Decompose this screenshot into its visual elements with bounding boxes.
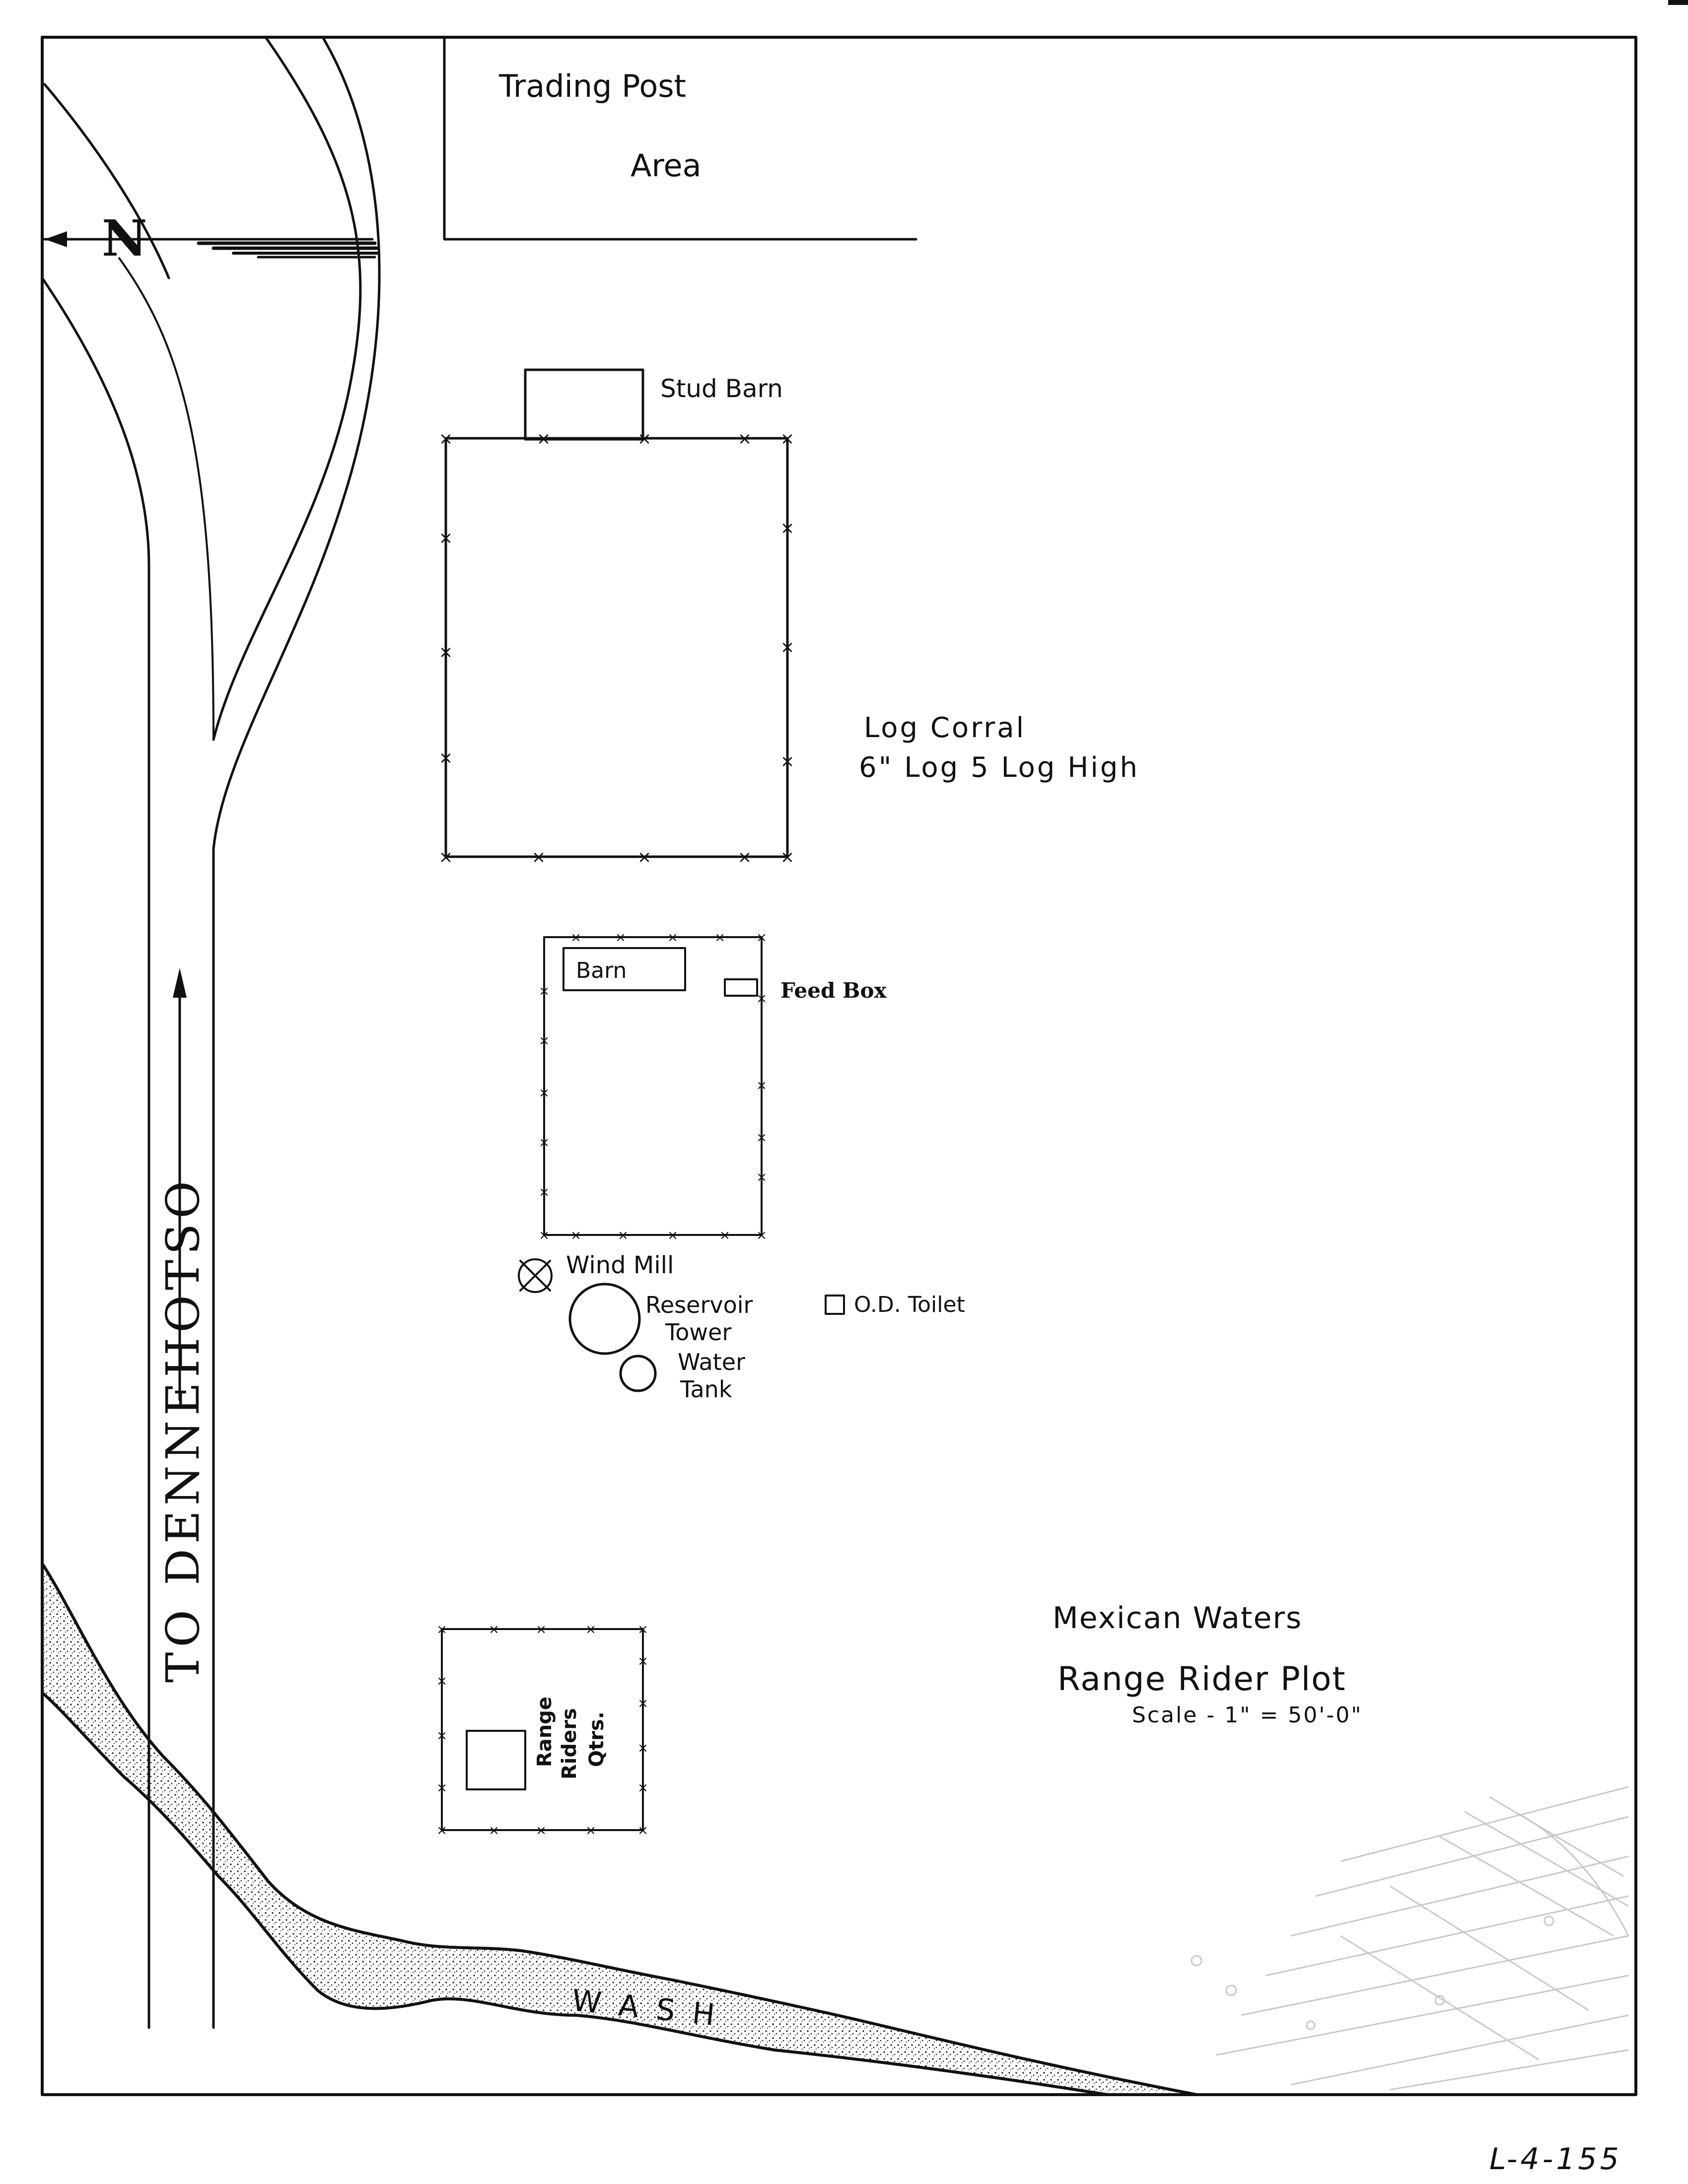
svg-text:×: × — [537, 429, 551, 449]
svg-text:×: × — [756, 930, 767, 945]
svg-text:×: × — [436, 1674, 447, 1689]
svg-text:×: × — [780, 847, 795, 867]
barn-enclosure: × × × × × × × × × × × × × × × × × × × × — [539, 930, 767, 1243]
corner-mark — [1668, 0, 1688, 5]
svg-text:Riders: Riders — [558, 1708, 581, 1779]
svg-text:×: × — [738, 429, 752, 449]
range-riders-enclosure: × × × × × × × × × × × × × × × × × — [436, 1622, 648, 1838]
roads — [41, 36, 381, 2029]
svg-text:×: × — [714, 930, 725, 945]
svg-text:×: × — [439, 528, 453, 548]
svg-text:×: × — [756, 1078, 767, 1093]
corral-label-2: 6" Log 5 Log High — [859, 751, 1139, 784]
svg-text:×: × — [637, 1823, 648, 1838]
svg-text:×: × — [439, 642, 453, 662]
wash-creek — [41, 1562, 1198, 2096]
svg-text:×: × — [539, 984, 550, 999]
svg-text:×: × — [436, 1622, 447, 1637]
road-label: TO DENNEHOTSO — [156, 1176, 210, 1683]
svg-text:×: × — [780, 637, 795, 657]
road-direction-arrow — [173, 968, 187, 1401]
svg-text:×: × — [489, 1823, 499, 1838]
svg-text:×: × — [667, 1228, 678, 1243]
toilet-label: O.D. Toilet — [854, 1292, 965, 1317]
svg-text:×: × — [539, 1135, 550, 1150]
stud-barn-label: Stud Barn — [660, 374, 783, 403]
title-line-1: Mexican Waters — [1053, 1601, 1302, 1636]
windmill-symbol — [518, 1258, 553, 1293]
trading-post-label-1: Trading Post — [498, 68, 686, 104]
barn-label: Barn — [576, 958, 627, 983]
svg-text:×: × — [585, 1823, 596, 1838]
svg-text:Range: Range — [533, 1697, 556, 1767]
svg-text:×: × — [436, 1780, 447, 1795]
svg-text:×: × — [439, 847, 453, 867]
trading-post-boundary — [443, 36, 917, 241]
log-corral: × × × × × × × × × × × × × × × × — [439, 429, 795, 867]
water-tank-label-2: Tank — [680, 1376, 732, 1403]
svg-text:×: × — [570, 1228, 581, 1243]
svg-text:×: × — [532, 847, 546, 867]
feed-box-label: Feed Box — [780, 978, 887, 1003]
svg-text:×: × — [756, 991, 767, 1006]
north-arrow — [43, 231, 379, 259]
corral-label-1: Log Corral — [864, 712, 1026, 744]
feed-box — [724, 978, 758, 997]
svg-text:×: × — [780, 751, 795, 771]
trading-post-label-2: Area — [631, 147, 702, 184]
svg-text:Qtrs.: Qtrs. — [585, 1711, 608, 1767]
range-riders-label: Range Riders Qtrs. — [533, 1697, 608, 1779]
svg-text:×: × — [439, 748, 453, 768]
svg-text:×: × — [756, 1228, 767, 1243]
drawing-number: L-4-155 — [1489, 2142, 1622, 2177]
svg-text:×: × — [637, 1654, 648, 1669]
svg-text:×: × — [637, 1780, 648, 1795]
svg-text:×: × — [637, 429, 652, 449]
svg-text:×: × — [539, 1086, 550, 1100]
svg-text:×: × — [585, 1622, 596, 1637]
svg-text:×: × — [439, 429, 453, 449]
map-border — [41, 36, 1637, 2096]
terrain-hatching — [1191, 1786, 1629, 2091]
svg-text:×: × — [637, 847, 652, 867]
scale-label: Scale - 1" = 50'-0" — [1132, 1703, 1363, 1728]
svg-text:×: × — [756, 1130, 767, 1145]
water-tank-label-1: Water — [678, 1349, 745, 1375]
svg-text:×: × — [738, 847, 752, 867]
range-riders-quarters — [466, 1730, 526, 1790]
svg-text:×: × — [615, 930, 626, 945]
reservoir-tower — [568, 1283, 641, 1355]
svg-text:×: × — [489, 1622, 499, 1637]
svg-text:×: × — [637, 1696, 648, 1711]
svg-text:×: × — [780, 518, 795, 538]
svg-text:×: × — [719, 1228, 730, 1243]
svg-text:×: × — [618, 1228, 629, 1243]
toilet — [825, 1295, 845, 1315]
svg-text:×: × — [436, 1823, 447, 1838]
svg-text:×: × — [637, 1741, 648, 1756]
svg-text:×: × — [539, 1228, 550, 1243]
svg-text:×: × — [536, 1622, 547, 1637]
svg-text:×: × — [780, 429, 795, 449]
svg-text:×: × — [536, 1823, 547, 1838]
svg-text:×: × — [637, 1622, 648, 1637]
water-tank — [619, 1355, 657, 1392]
svg-text:×: × — [756, 1170, 767, 1185]
windmill-label: Wind Mill — [566, 1251, 674, 1279]
svg-text:×: × — [539, 1185, 550, 1200]
reservoir-label-1: Reservoir — [645, 1292, 753, 1318]
svg-text:×: × — [570, 930, 581, 945]
reservoir-label-2: Tower — [665, 1319, 731, 1346]
svg-text:×: × — [539, 1033, 550, 1048]
svg-text:×: × — [667, 930, 678, 945]
barn — [563, 947, 686, 991]
svg-text:×: × — [436, 1728, 447, 1743]
title-line-2: Range Rider Plot — [1057, 1660, 1346, 1698]
